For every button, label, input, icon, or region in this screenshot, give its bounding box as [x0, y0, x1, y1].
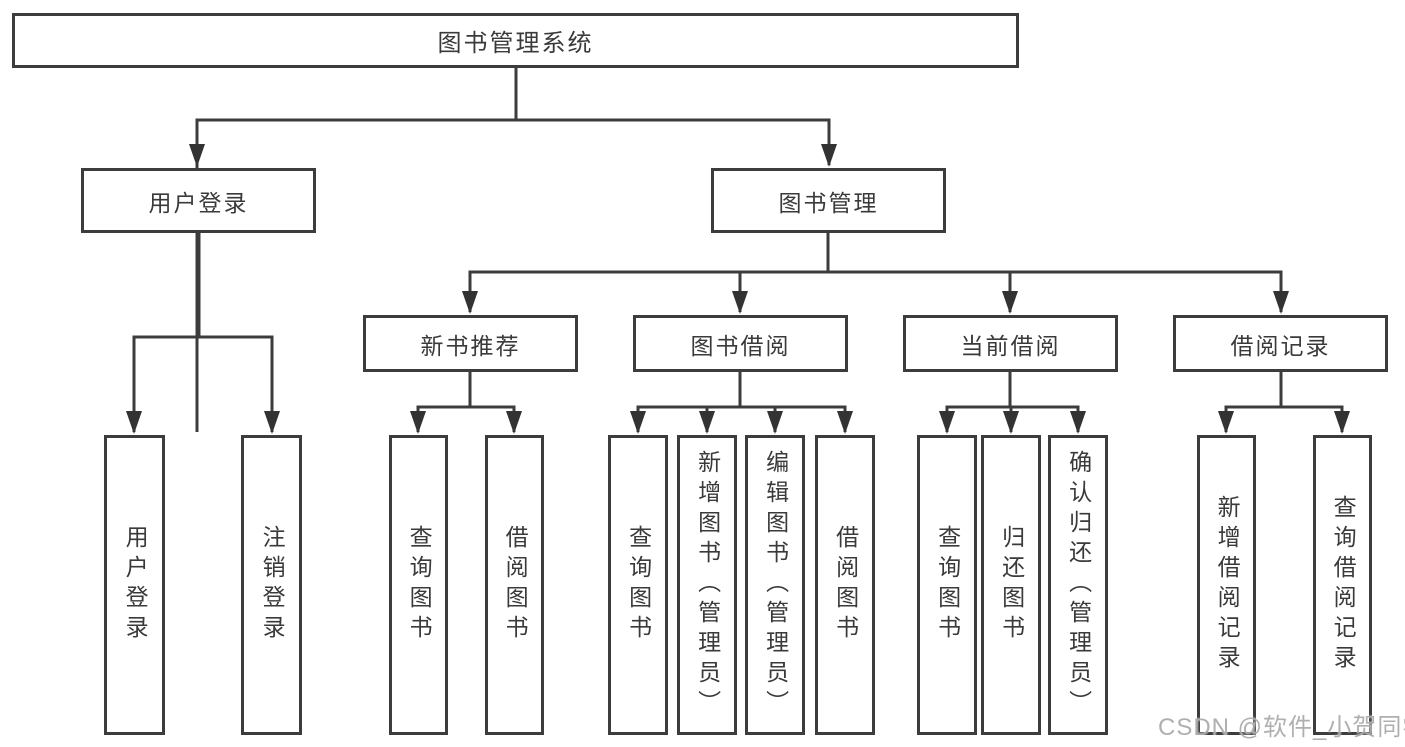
leaf-return-books: 归还图书	[981, 435, 1041, 735]
leaf-borrow-books: 借阅图书	[815, 435, 875, 735]
leaf-confirm-return-admin: 确认归还（管理员）	[1048, 435, 1108, 735]
node-new-book-recommend: 新书推荐	[363, 315, 578, 372]
leaf-return-books-label: 归还图书	[998, 525, 1025, 645]
arrowhead-down-icon	[1002, 291, 1018, 314]
connector-borrow-to-leaves	[636, 372, 847, 432]
node-current-borrow: 当前借阅	[903, 315, 1118, 372]
arrowhead-down-icon	[1070, 411, 1086, 434]
node-book-borrow: 图书借阅	[633, 315, 848, 372]
arrowhead-down-icon	[1218, 411, 1234, 434]
leaf-query-borrow-record: 查询借阅记录	[1313, 435, 1372, 735]
leaf-add-borrow-record-label: 新增借阅记录	[1214, 495, 1241, 675]
arrowhead-down-icon	[699, 411, 715, 434]
leaf-user-login: 用户登录	[104, 435, 165, 735]
arrowhead-down-icon	[506, 411, 522, 434]
arrowhead-down-icon	[264, 411, 280, 434]
leaf-query-borrow-record-label: 查询借阅记录	[1330, 495, 1357, 675]
connector-recommend-to-leaves	[416, 372, 516, 432]
arrowhead-down-icon	[462, 291, 478, 314]
leaf-query-books-recommend-label: 查询图书	[406, 525, 433, 645]
leaf-add-book-admin-label: 新增图书（管理员）	[694, 450, 721, 720]
leaf-borrow-books-recommend: 借阅图书	[485, 435, 544, 735]
node-book-borrow-label: 图书借阅	[690, 332, 791, 359]
node-new-book-recommend-label: 新书推荐	[420, 332, 521, 359]
leaf-borrow-books-recommend-label: 借阅图书	[502, 525, 529, 645]
leaf-user-login-label: 用户登录	[122, 525, 149, 645]
node-book-management: 图书管理	[711, 168, 946, 233]
arrowhead-down-icon	[821, 144, 837, 167]
arrowhead-down-icon	[1273, 291, 1289, 314]
leaf-logout-label: 注销登录	[259, 525, 286, 645]
leaf-query-books-borrow: 查询图书	[608, 435, 668, 735]
arrowhead-down-icon	[189, 144, 205, 167]
leaf-confirm-return-admin-label: 确认归还（管理员）	[1065, 450, 1092, 720]
arrowhead-down-icon	[767, 411, 783, 434]
arrowhead-down-icon	[410, 411, 426, 434]
arrowhead-down-icon	[837, 411, 853, 434]
arrowhead-down-icon	[126, 411, 142, 434]
leaf-edit-book-admin-label: 编辑图书（管理员）	[762, 450, 789, 720]
leaf-query-books-current-label: 查询图书	[934, 525, 961, 645]
node-borrow-records: 借阅记录	[1173, 315, 1388, 372]
leaf-logout: 注销登录	[241, 435, 302, 735]
node-root: 图书管理系统	[12, 13, 1019, 68]
arrowhead-down-icon	[732, 291, 748, 314]
connector-root-to-level2	[195, 68, 831, 432]
node-root-label: 图书管理系统	[437, 30, 594, 57]
arrowhead-down-icon	[939, 411, 955, 434]
node-book-management-label: 图书管理	[778, 189, 879, 216]
connector-records-to-leaves	[1224, 372, 1344, 432]
node-current-borrow-label: 当前借阅	[960, 332, 1061, 359]
leaf-edit-book-admin: 编辑图书（管理员）	[745, 435, 805, 735]
node-borrow-records-label: 借阅记录	[1230, 332, 1331, 359]
leaf-query-books-borrow-label: 查询图书	[625, 525, 652, 645]
arrowhead-down-icon	[1334, 411, 1350, 434]
leaf-borrow-books-label: 借阅图书	[832, 525, 859, 645]
leaf-query-books-current: 查询图书	[917, 435, 977, 735]
csdn-watermark: CSDN @软件_小贺同学	[1158, 714, 1405, 741]
node-user-login-label: 用户登录	[148, 189, 249, 216]
arrowhead-down-icon	[1003, 411, 1019, 434]
arrowhead-down-icon	[630, 411, 646, 434]
connector-userlogin-to-leaves	[132, 233, 274, 432]
node-user-login: 用户登录	[81, 168, 316, 233]
leaf-query-books-recommend: 查询图书	[389, 435, 448, 735]
leaf-add-book-admin: 新增图书（管理员）	[677, 435, 737, 735]
connector-bookmgmt-to-level3	[468, 233, 1283, 312]
leaf-add-borrow-record: 新增借阅记录	[1197, 435, 1256, 735]
